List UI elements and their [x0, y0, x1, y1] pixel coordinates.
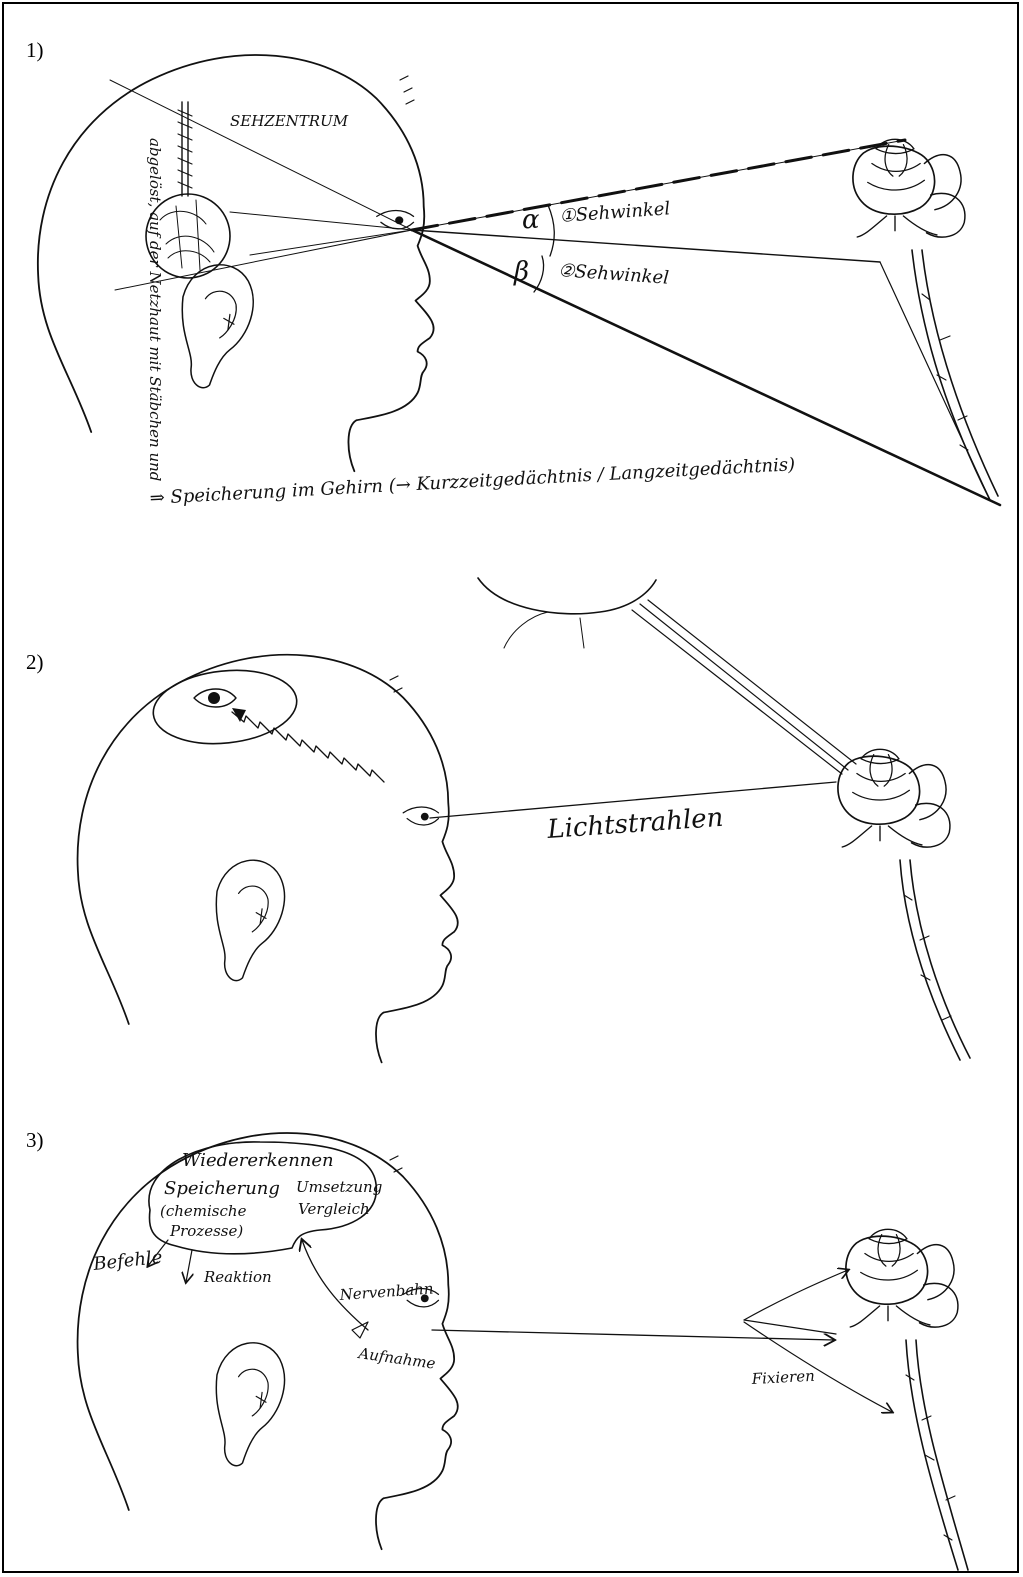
- label-umsetzung: Umsetzung: [296, 1178, 382, 1196]
- label-vergleich: Vergleich: [298, 1200, 370, 1218]
- label-sehzentrum: SEHZENTRUM: [230, 112, 349, 130]
- zigzag-nerve: [232, 712, 384, 782]
- label-aufnahme: Aufnahme: [355, 1344, 436, 1373]
- sight-line-3: [432, 1330, 834, 1340]
- label-sehwinkel-2: ②Sehwinkel: [558, 260, 670, 289]
- rose-2: [838, 749, 970, 1060]
- sight-lines-1: [110, 80, 1000, 505]
- light-source-arc: [478, 578, 656, 614]
- panel-2: Lichtstrahlen: [78, 578, 970, 1062]
- light-rays-sun: [632, 600, 856, 774]
- rose-3: [846, 1229, 968, 1570]
- fixation-ray-top: [744, 1270, 848, 1320]
- label-sehwinkel-1: ①Sehwinkel: [559, 198, 671, 227]
- label-nervenbahn: Nervenbahn: [338, 1279, 434, 1304]
- angle-arc-alpha: [548, 205, 554, 256]
- label-prozesse: Prozesse): [169, 1222, 243, 1240]
- skull-hatch: [400, 76, 414, 104]
- label-speicherung: Speicherung: [164, 1178, 280, 1199]
- aufnahme-marker: [352, 1322, 368, 1338]
- panel-1: SEHZENTRUM abgelöst, auf der Netzhaut mi…: [38, 55, 1000, 509]
- label-alpha: α: [522, 205, 540, 235]
- nerve-hatch: [178, 110, 192, 188]
- label-lichtstrahlen: Lichtstrahlen: [545, 803, 724, 845]
- fixation-ray-bottom: [744, 1322, 892, 1412]
- zigzag-arrowhead: [232, 708, 246, 722]
- label-beta: β: [513, 257, 529, 287]
- label-wiedererkennen: Wiedererkennen: [182, 1150, 334, 1171]
- panel-3: Wiedererkennen Speicherung (chemische Pr…: [78, 1133, 968, 1570]
- label-reaktion: Reaktion: [203, 1268, 272, 1286]
- arrow-reaktion: [186, 1250, 192, 1282]
- brain-eye-oval: [150, 664, 301, 751]
- label-chemische: (chemische: [160, 1202, 247, 1220]
- head-profile-2: [78, 655, 458, 1063]
- skull-hatch-2: [390, 676, 402, 692]
- label-befehle: Befehle: [91, 1247, 163, 1275]
- label-side-note: abgelöst, auf der Netzhaut mit Stäbchen …: [146, 138, 164, 481]
- label-fixieren: Fixieren: [750, 1367, 815, 1388]
- label-bottom-note: ⇒ Speicherung im Gehirn (→ Kurzzeitgedäc…: [149, 454, 795, 509]
- light-source-shading: [504, 612, 584, 648]
